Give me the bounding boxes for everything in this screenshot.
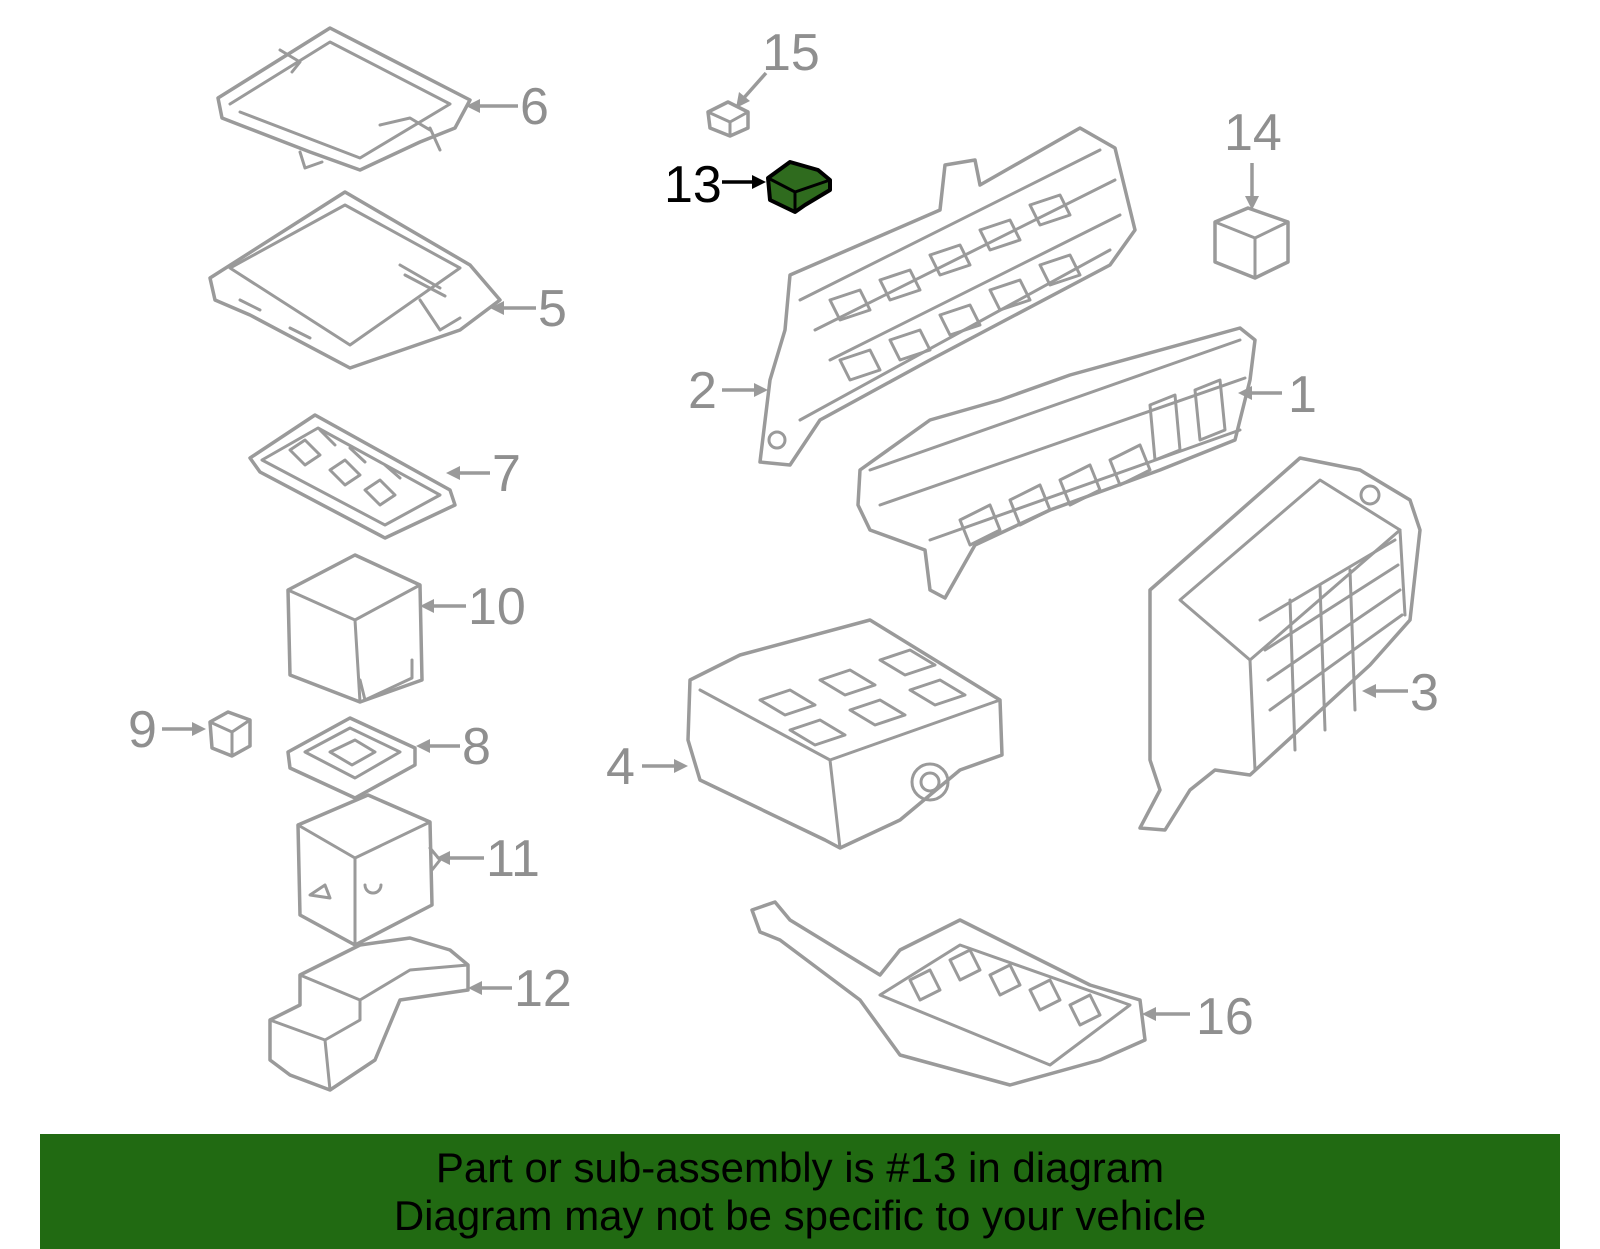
banner-line-part-number: Part or sub-assembly is #13 in diagram: [435, 1144, 1165, 1191]
part-11-relay-box: [296, 793, 442, 947]
part-10-relay-box: [286, 553, 424, 704]
label-part-1: 1: [1288, 366, 1317, 424]
leader-arrows: [162, 71, 1408, 1021]
part-2-fuse-block: [758, 126, 1137, 467]
label-part-14: 14: [1224, 104, 1282, 162]
label-part-3: 3: [1410, 664, 1439, 722]
label-part-6: 6: [520, 78, 549, 136]
label-part-5: 5: [538, 280, 567, 338]
part-1-fuse-block: [856, 326, 1257, 600]
label-part-7: 7: [492, 445, 521, 503]
label-part-15: 15: [762, 24, 820, 82]
part-12-relay-cover: [268, 936, 470, 1092]
banner-line-disclaimer: Diagram may not be specific to your vehi…: [393, 1192, 1207, 1239]
label-part-8: 8: [462, 718, 491, 776]
part-3-fuse-box-cover: [1138, 456, 1422, 832]
label-part-4: 4: [606, 738, 635, 796]
part-5-cover-plate: [208, 190, 502, 370]
label-part-10: 10: [468, 578, 526, 636]
label-part-11: 11: [486, 830, 540, 888]
label-part-9: 9: [128, 701, 157, 759]
info-banner: Part or sub-assembly is #13 in diagram D…: [40, 1134, 1560, 1249]
part-6-cover: [216, 26, 472, 172]
part-15-clip: [706, 100, 750, 138]
part-9-small-relay: [208, 710, 252, 758]
label-part-12: 12: [514, 960, 572, 1018]
label-part-13: 13: [664, 156, 722, 214]
part-8-relay-base: [286, 716, 417, 800]
part-7-tray: [248, 413, 457, 540]
part-16-junction-board: [750, 900, 1147, 1087]
part-14-relay: [1213, 206, 1290, 280]
label-part-16: 16: [1196, 988, 1254, 1046]
label-part-2: 2: [688, 362, 717, 420]
part-13-highlighted: [766, 160, 832, 214]
part-4-control-module: [686, 618, 1004, 850]
